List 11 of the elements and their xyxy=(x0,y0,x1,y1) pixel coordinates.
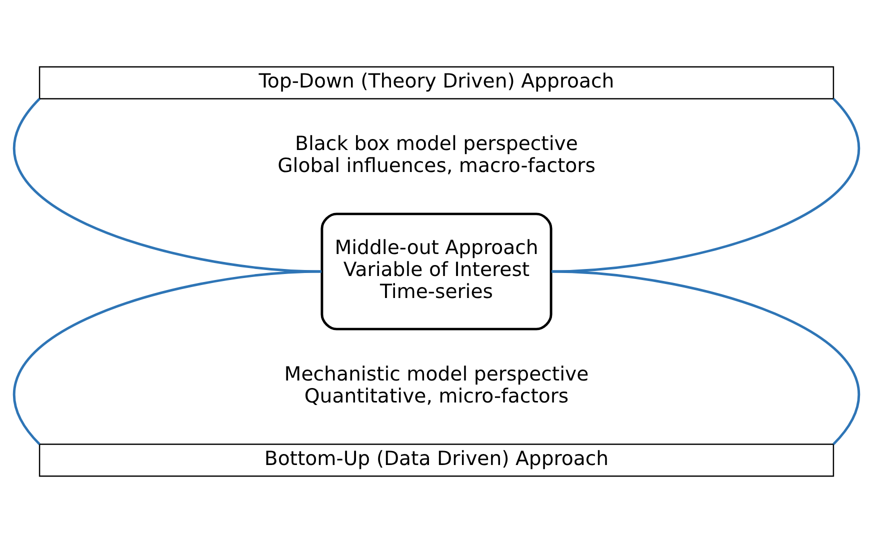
connector xyxy=(13,98,322,272)
connector xyxy=(552,270,860,444)
connector xyxy=(552,98,860,272)
connector xyxy=(13,270,322,444)
label: Global influences, macro-factors xyxy=(278,154,596,177)
node-box: Middle-out Approach Variable of Interest Time-series xyxy=(320,212,552,330)
label: Mechanistic model perspective xyxy=(284,362,589,385)
label: Black box model perspective xyxy=(295,131,578,154)
node-box: Bottom-Up (Data Driven) Approach xyxy=(38,443,834,476)
label: Quantitative, micro-factors xyxy=(304,384,569,407)
node-box: Top-Down (Theory Driven) Approach xyxy=(38,66,834,99)
